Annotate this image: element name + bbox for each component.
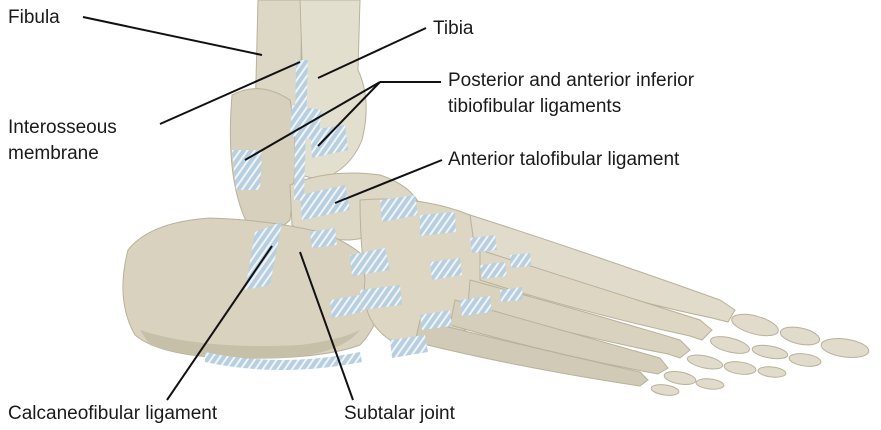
label-calcaneofibular: Calcaneofibular ligament	[8, 403, 217, 425]
label-tibiofibular-line1: Posterior and anterior inferior	[448, 70, 694, 92]
label-fibula: Fibula	[8, 7, 60, 29]
label-talofibular: Anterior talofibular ligament	[448, 149, 679, 171]
label-interosseous-line1: Interosseous	[8, 117, 117, 139]
label-tibia: Tibia	[433, 18, 473, 40]
fibula-leader	[83, 17, 262, 55]
label-interosseous-line2: membrane	[8, 143, 99, 165]
lateral-malleolus-ligament	[232, 150, 262, 190]
label-tibiofibular-line2: tibiofibular ligaments	[448, 96, 621, 118]
label-subtalar: Subtalar joint	[344, 403, 455, 425]
